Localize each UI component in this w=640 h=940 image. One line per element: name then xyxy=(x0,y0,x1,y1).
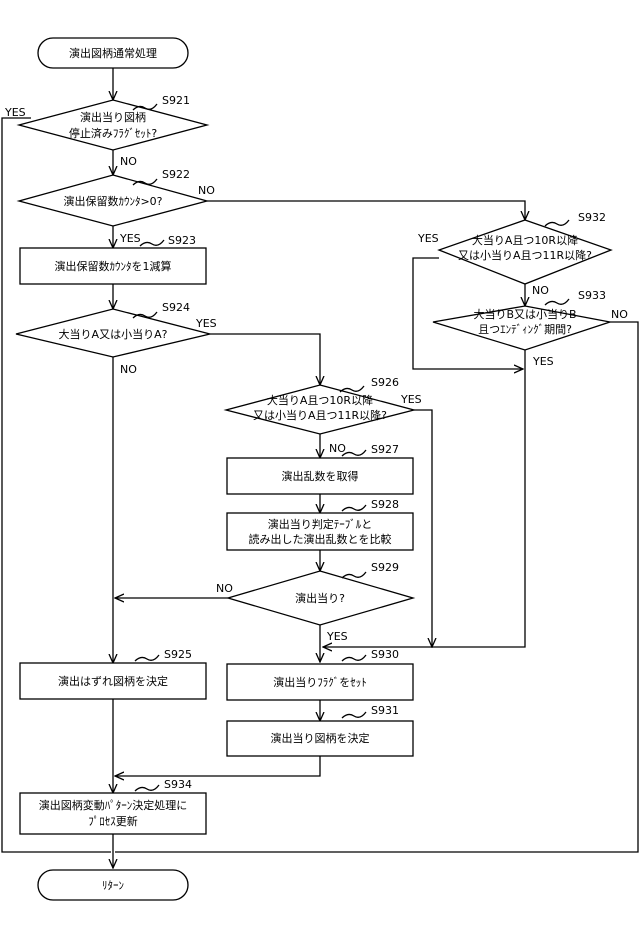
decision-s932: 大当りA且つ10R以降 又は小当りA且つ11R以降? S932 xyxy=(439,211,611,284)
edge-s924-yes xyxy=(210,334,320,385)
s929-step-leader xyxy=(342,572,366,578)
s923-text-1: 演出保留数ｶｳﾝﾀを1減算 xyxy=(55,259,172,273)
s926-yes-label: YES xyxy=(400,393,422,406)
s934-text-2: ﾌﾟﾛｾｽ更新 xyxy=(88,814,138,828)
s921-text-2: 停止済みﾌﾗｸﾞｾｯﾄ? xyxy=(69,126,157,140)
s933-text-1: 大当りB又は小当りB xyxy=(473,307,576,321)
s923-step-leader xyxy=(140,240,164,246)
s932-step-leader xyxy=(545,220,569,226)
s922-yes-label: YES xyxy=(119,232,141,245)
edge-s926-yes xyxy=(414,410,432,647)
decision-s926: 大当りA且つ10R以降 又は小当りA且つ11R以降? S926 xyxy=(226,376,414,434)
s921-step-label: S921 xyxy=(162,94,190,107)
s934-text-1: 演出図柄変動ﾊﾟﾀｰﾝ決定処理に xyxy=(39,798,188,812)
s928-text-1: 演出当り判定ﾃｰﾌﾞﾙと xyxy=(268,517,373,531)
s925-step-label: S925 xyxy=(164,648,192,661)
s933-text-2: 且つｴﾝﾃﾞｨﾝｸﾞ期間? xyxy=(478,323,572,336)
decision-s921: 演出当り図柄 停止済みﾌﾗｸﾞｾｯﾄ? S921 xyxy=(19,94,207,150)
edge-s922-no xyxy=(207,201,525,220)
decision-s922: 演出保留数ｶｳﾝﾀ>0? S922 xyxy=(19,168,207,226)
start-terminal: 演出図柄通常処理 xyxy=(38,38,188,68)
s930-text-1: 演出当りﾌﾗｸﾞをｾｯﾄ xyxy=(273,675,367,689)
s926-step-label: S926 xyxy=(371,376,399,389)
s933-step-leader xyxy=(545,299,569,305)
s927-text-1: 演出乱数を取得 xyxy=(282,469,359,483)
s925-text-1: 演出はずれ図柄を決定 xyxy=(58,674,168,688)
s924-yes-label: YES xyxy=(195,317,217,330)
s923-step-label: S923 xyxy=(168,234,196,247)
s921-text-1: 演出当り図柄 xyxy=(80,110,146,124)
s926-text-2: 又は小当りA且つ11R以降? xyxy=(253,408,387,422)
edge-s921-yes xyxy=(2,118,111,852)
s931-text-1: 演出当り図柄を決定 xyxy=(271,731,370,745)
s933-no-label: NO xyxy=(611,308,628,321)
s926-text-1: 大当りA且つ10R以降 xyxy=(267,393,373,407)
start-label: 演出図柄通常処理 xyxy=(69,46,157,60)
s926-no-label: NO xyxy=(329,442,346,455)
s929-yes-label: YES xyxy=(326,630,348,643)
s921-no-label: NO xyxy=(120,155,137,168)
s922-step-label: S922 xyxy=(162,168,190,181)
s930-step-leader xyxy=(342,655,366,661)
decision-s929: 演出当り? S929 xyxy=(228,561,413,625)
s928-step-label: S928 xyxy=(371,498,399,511)
end-terminal: ﾘﾀｰﾝ xyxy=(38,870,188,900)
s934-step-leader xyxy=(135,785,159,791)
s932-text-2: 又は小当りA且つ11R以降? xyxy=(458,248,592,262)
decision-s924: 大当りA又は小当りA? S924 xyxy=(16,301,210,357)
decision-s933: 大当りB又は小当りB 且つｴﾝﾃﾞｨﾝｸﾞ期間? S933 xyxy=(433,289,610,350)
s932-yes-label: YES xyxy=(417,232,439,245)
edge-s931-to-s934 xyxy=(115,756,320,776)
s933-step-label: S933 xyxy=(578,289,606,302)
s929-no-label: NO xyxy=(216,582,233,595)
end-label: ﾘﾀｰﾝ xyxy=(102,879,124,892)
s928-text-2: 読み出した演出乱数とを比較 xyxy=(249,532,392,546)
s930-step-label: S930 xyxy=(371,648,399,661)
s934-step-label: S934 xyxy=(164,778,192,791)
s933-yes-label: YES xyxy=(532,355,554,368)
s922-no-label: NO xyxy=(198,184,215,197)
s929-text-1: 演出当り? xyxy=(295,591,345,605)
s931-step-leader xyxy=(342,712,366,718)
s922-text-1: 演出保留数ｶｳﾝﾀ>0? xyxy=(63,194,162,208)
s924-no-label: NO xyxy=(120,363,137,376)
s925-step-leader xyxy=(135,655,159,661)
s931-step-label: S931 xyxy=(371,704,399,717)
s932-no-label: NO xyxy=(532,284,549,297)
s924-text-1: 大当りA又は小当りA? xyxy=(59,327,168,341)
s932-text-1: 大当りA且つ10R以降 xyxy=(472,233,578,247)
s928-step-leader xyxy=(342,505,366,511)
s924-step-label: S924 xyxy=(162,301,190,314)
s932-step-label: S932 xyxy=(578,211,606,224)
s929-step-label: S929 xyxy=(371,561,399,574)
s921-yes-label: YES xyxy=(4,106,26,119)
s927-step-label: S927 xyxy=(371,443,399,456)
